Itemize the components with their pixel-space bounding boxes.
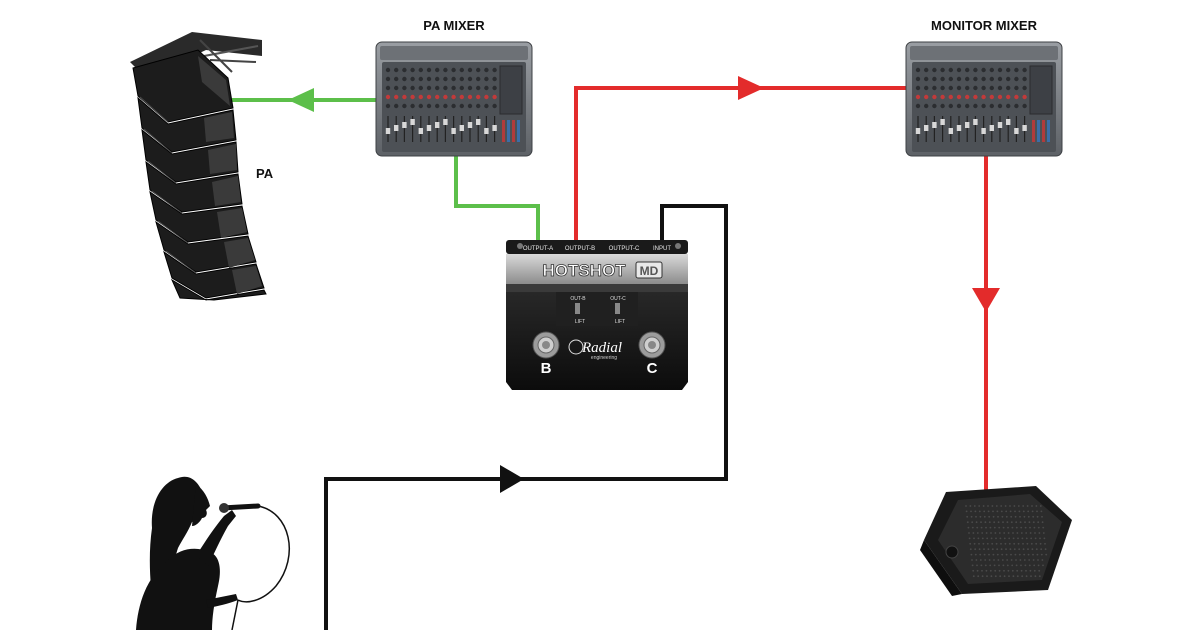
monitor-mixer-label: MONITOR MIXER <box>931 18 1038 33</box>
arrow-left-icon <box>288 88 314 112</box>
footswitch-b-label: B <box>541 360 552 377</box>
jack-input <box>675 243 681 249</box>
radial-logo-text: Radial <box>581 340 622 356</box>
ground-lift-switch-b[interactable] <box>575 303 580 314</box>
switch-c-label: OUT-C <box>610 296 626 302</box>
footswitch-c[interactable] <box>638 331 666 359</box>
arrow-right-icon <box>738 76 764 100</box>
red-cable-monitor-mixer-to-wedge <box>972 156 1000 490</box>
arrow-right-icon <box>500 465 524 493</box>
lift-b-label: LIFT <box>575 319 585 325</box>
radial-logo-subtext: engineering <box>591 355 617 361</box>
microphone-icon <box>219 503 291 630</box>
radial-logo-icon <box>568 339 584 355</box>
output-c-label: OUTPUT-C <box>609 246 640 252</box>
footswitch-c-label: C <box>647 360 658 377</box>
red-cable-output-b-to-monitor-mixer <box>574 76 908 242</box>
hotshot-title: HOTSHOT <box>542 261 626 280</box>
jack-output-a <box>517 243 523 249</box>
floor-wedge-monitor-speaker <box>920 486 1072 596</box>
green-cable-output-a-to-pa-mixer <box>454 156 540 242</box>
output-b-label: OUTPUT-B <box>565 246 595 252</box>
output-a-label: OUTPUT-A <box>523 246 553 252</box>
input-label: INPUT <box>653 246 671 252</box>
arrow-down-icon <box>972 288 1000 312</box>
green-cable-pa-mixer-to-pa <box>232 88 378 112</box>
pa-line-array-speaker <box>130 32 267 301</box>
footswitch-b[interactable] <box>532 331 560 359</box>
switch-b-label: OUT-B <box>570 296 586 302</box>
singer-silhouette <box>136 476 238 630</box>
lift-c-label: LIFT <box>615 319 625 325</box>
pa-mixer-label: PA MIXER <box>423 18 485 33</box>
black-cable-mic-to-input <box>324 204 728 630</box>
pa-label: PA <box>256 166 274 181</box>
hotshot-md-pedal: OUTPUT-A OUTPUT-B OUTPUT-C INPUT HOTSHOT… <box>506 240 688 390</box>
monitor-mixer-console <box>905 41 1063 157</box>
ground-lift-switch-c[interactable] <box>615 303 620 314</box>
model-badge: MD <box>640 264 659 278</box>
pa-mixer-console <box>375 41 533 157</box>
